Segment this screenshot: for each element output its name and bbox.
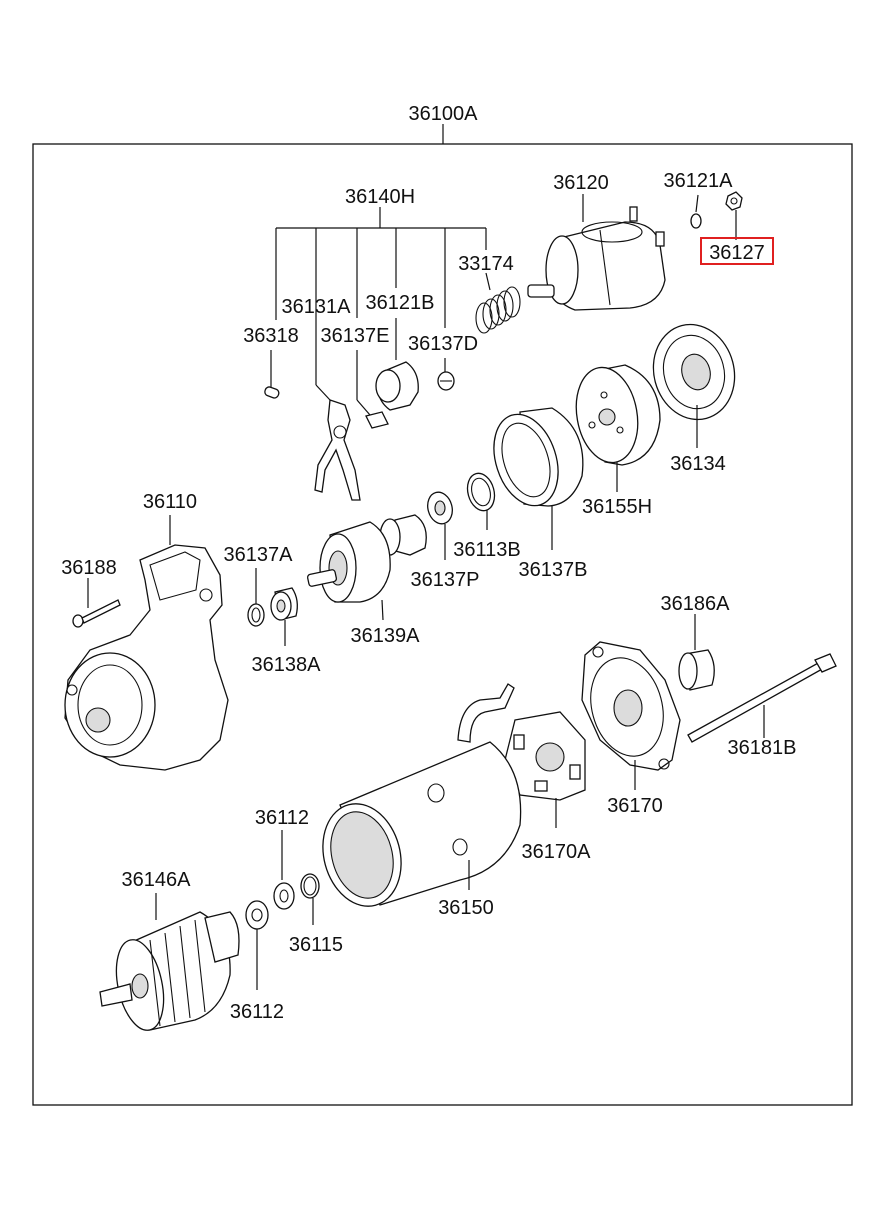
label-36112-bottom[interactable]: 36112	[230, 1001, 284, 1023]
bracket-36140H	[275, 207, 487, 328]
label-36155H[interactable]: 36155H	[582, 496, 652, 518]
label-36137B[interactable]: 36137B	[519, 559, 588, 581]
part-36110-housing[interactable]	[64, 515, 229, 771]
part-36115-ring[interactable]	[300, 873, 320, 925]
part-36112-washer-bottom[interactable]	[245, 900, 269, 990]
label-36139A[interactable]: 36139A	[351, 625, 421, 647]
part-36137A-ring[interactable]	[247, 568, 265, 627]
label-36121A[interactable]: 36121A	[664, 170, 734, 192]
part-36121A-nut[interactable]	[690, 194, 702, 229]
label-33174[interactable]: 33174	[458, 253, 514, 275]
label-36113B[interactable]: 36113B	[453, 539, 520, 561]
label-36137D[interactable]: 36137D	[408, 333, 478, 355]
label-36127[interactable]: 36127	[709, 242, 765, 264]
part-36138A-bushing[interactable]	[270, 587, 298, 646]
part-36170-end-frame[interactable]	[580, 641, 681, 790]
label-36137A[interactable]: 36137A	[224, 544, 294, 566]
label-36318[interactable]: 36318	[243, 325, 299, 347]
label-36186A[interactable]: 36186A	[661, 593, 731, 615]
label-36115[interactable]: 36115	[289, 934, 343, 956]
label-36120[interactable]: 36120	[553, 172, 609, 194]
label-36112-top[interactable]: 36112	[255, 807, 309, 829]
part-36186A-bushing[interactable]	[678, 614, 715, 691]
part-36139A-clutch[interactable]	[306, 514, 427, 621]
label-36137E[interactable]: 36137E	[321, 325, 390, 347]
part-36131A-lever[interactable]	[314, 290, 361, 501]
part-36134-cover[interactable]	[643, 315, 745, 448]
part-36155H-holder[interactable]	[569, 363, 661, 492]
part-36137E-plate[interactable]	[356, 350, 389, 429]
label-36137P[interactable]: 36137P	[411, 569, 480, 591]
part-33174-spring[interactable]	[475, 272, 521, 334]
label-36181B[interactable]: 36181B	[728, 737, 797, 759]
part-36188-bolt[interactable]	[72, 578, 121, 628]
label-36170[interactable]: 36170	[607, 795, 663, 817]
part-36318-pin[interactable]	[264, 350, 280, 399]
label-36188[interactable]: 36188	[61, 557, 117, 579]
part-36146A-armature[interactable]	[99, 893, 240, 1035]
part-36113B-washer[interactable]	[464, 470, 499, 530]
label-36146A[interactable]: 36146A	[122, 869, 192, 891]
label-36100A[interactable]: 36100A	[409, 103, 479, 125]
label-36134[interactable]: 36134	[670, 453, 726, 475]
part-36121B-sleeve[interactable]	[375, 318, 419, 411]
part-36137D-pin[interactable]	[437, 358, 455, 391]
part-36112-washer-top[interactable]	[273, 830, 295, 910]
part-36120-solenoid[interactable]	[527, 194, 666, 311]
label-36110[interactable]: 36110	[143, 491, 197, 513]
highlight-box-36127	[700, 237, 774, 265]
label-36138A[interactable]: 36138A	[252, 654, 322, 676]
part-36181B-through-bolt[interactable]	[687, 653, 837, 743]
part-36137P-washer[interactable]	[424, 489, 455, 560]
part-36127-nut[interactable]	[725, 191, 743, 240]
label-36150[interactable]: 36150	[438, 897, 494, 919]
label-36170A[interactable]: 36170A	[522, 841, 592, 863]
part-36150-yoke[interactable]	[312, 683, 522, 915]
label-36121B[interactable]: 36121B	[366, 292, 435, 314]
part-36137B-ring[interactable]	[483, 406, 584, 550]
label-36140H[interactable]: 36140H	[345, 186, 415, 208]
